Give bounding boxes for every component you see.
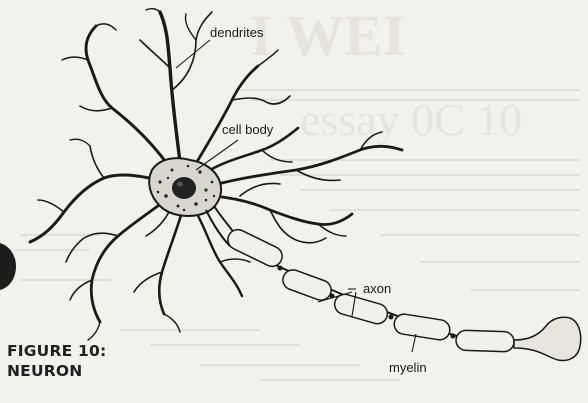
- page-edge-shadow: [0, 243, 16, 290]
- dendrites-label: dendrites: [210, 25, 263, 40]
- axon: [206, 206, 581, 360]
- caption-line-1: FIGURE 10:: [7, 341, 106, 361]
- axon-terminal: [514, 317, 581, 360]
- myelin-label: myelin: [389, 360, 427, 375]
- figure-caption: FIGURE 10: NEURON: [7, 341, 106, 381]
- caption-line-2: NEURON: [7, 361, 106, 381]
- cell-body: [149, 158, 221, 216]
- svg-text:I WEI: I WEI: [250, 3, 405, 68]
- svg-text:essay 0C 10: essay 0C 10: [300, 94, 522, 145]
- axon-label: axon: [363, 281, 391, 296]
- nucleus: [172, 177, 196, 199]
- cell-body-label: cell body: [222, 122, 273, 137]
